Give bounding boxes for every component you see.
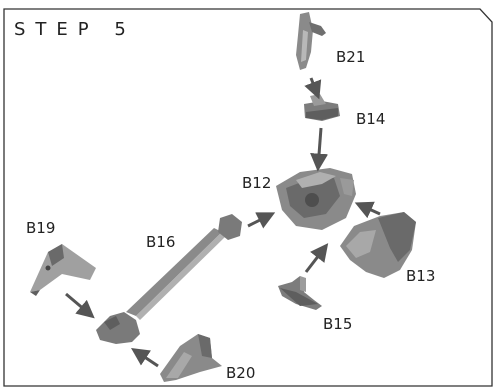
arrow-b21-to-b14 <box>304 77 322 100</box>
label-b21: B21 <box>336 48 366 66</box>
arrow-b20-to-b16 <box>131 348 159 368</box>
step-title: STEP 5 <box>14 19 136 40</box>
label-b13: B13 <box>406 267 436 285</box>
part-b20 <box>160 334 222 382</box>
part-b15 <box>278 276 322 310</box>
label-b12: B12 <box>242 174 272 192</box>
label-b14: B14 <box>356 110 386 128</box>
part-b19 <box>30 244 96 296</box>
label-b16: B16 <box>146 233 176 251</box>
part-b21 <box>296 12 326 70</box>
arrow-b16-to-b12 <box>247 212 276 229</box>
part-b12 <box>276 168 356 230</box>
label-b19: B19 <box>26 219 56 237</box>
part-b13 <box>340 212 416 278</box>
arrow-b13-to-b12 <box>354 201 381 219</box>
arrow-b19-to-b16 <box>65 292 95 319</box>
arrow-b14-to-b12 <box>310 127 329 172</box>
arrow-b15-to-b12 <box>304 243 329 273</box>
label-b20: B20 <box>226 364 256 382</box>
step-frame <box>3 8 493 387</box>
assembly-arrows <box>65 77 381 368</box>
part-b16 <box>96 214 242 344</box>
label-b15: B15 <box>323 315 353 333</box>
part-b14 <box>304 94 340 121</box>
